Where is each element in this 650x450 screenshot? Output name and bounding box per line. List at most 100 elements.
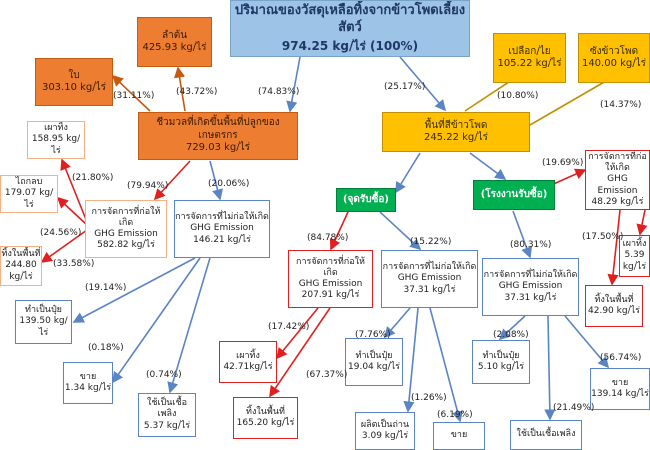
diagram-title: ปริมาณของวัสดุเหลือทิ้งจากข้าวโพดเลี้ยงส… — [234, 3, 466, 35]
pct-label: (21.80%) — [72, 173, 114, 183]
node-text: การจัดการที่ไม่ก่อให้เกิด — [382, 262, 477, 273]
node-text: 5.37 kg/ไร่ — [143, 420, 191, 431]
node-text: 139.50 kg/ไร่ — [19, 316, 68, 338]
node-text: การจัดการที่ก่อให้เกิด — [588, 151, 647, 174]
node-fuel-3: ใช้เป็นเชื้อเพลิง — [510, 420, 582, 450]
connector-arrow — [72, 257, 196, 323]
connector-arrow — [174, 66, 186, 112]
pct-label: (43.72%) — [176, 87, 218, 97]
pct-label: (74.83%) — [258, 87, 300, 97]
node-text: ทำเป็นปุ๋ย — [25, 305, 62, 316]
node-text: ทิ้งในพื้นที่ — [594, 294, 634, 305]
pct-label: (80.31%) — [510, 240, 552, 250]
node-text: (จุดรับซื้อ) — [342, 193, 389, 205]
pct-label: (79.94%) — [127, 181, 169, 191]
node-text: ทิ้งในพื้นที่ — [246, 406, 285, 417]
node-left-in-field-3: ทิ้งในพื้นที่42.90 kg/ไร่ — [585, 285, 643, 327]
node-text: (โรงงานรับซื้อ) — [480, 188, 548, 200]
pct-label: (10.80%) — [497, 91, 539, 101]
node-text: การจัดการที่ก่อให้เกิด — [296, 256, 365, 278]
node-buying-point: (จุดรับซื้อ) — [336, 188, 396, 212]
node-text: พื้นที่สีข้าวโพด — [424, 119, 488, 131]
node-text: 37.31 kg/ไร่ — [403, 284, 456, 295]
node-text: 3.09 kg/ไร่ — [361, 431, 409, 441]
node-text: 158.95 kg/ไร่ — [31, 134, 81, 156]
connector-arrow — [40, 229, 88, 263]
node-text: GHG Emission — [298, 279, 363, 289]
node-text: 303.10 kg/ไร่ — [41, 82, 107, 93]
node-text: ทำเป็นปุ๋ย — [482, 350, 520, 361]
node-text: 139.14 kg/ไร่ — [591, 389, 649, 399]
connector-arrow — [399, 56, 447, 112]
node-text: ชีวมวลที่เกิดขึ้นพื้นที่ปลูกของเกษตรกร — [156, 117, 280, 141]
node-text: ซังข้าวโพด — [589, 45, 639, 57]
node-text: GHG Emission — [397, 273, 462, 284]
node-text: GHG Emission — [94, 229, 158, 239]
connector-arrow — [329, 211, 349, 251]
node-factory-buyer: (โรงงานรับซื้อ) — [473, 180, 555, 210]
pct-label: (56.74%) — [600, 353, 642, 363]
node-text: 425.93 kg/ไร่ — [142, 42, 207, 53]
pct-label: (15.22%) — [410, 237, 452, 247]
node-text: ใช้เป็นเชื้อเพลิง — [516, 429, 576, 440]
connector-arrow — [429, 307, 463, 423]
node-text: ไถกลบ — [15, 177, 43, 188]
node-text: 48.29 kg/ไร่ — [591, 196, 644, 207]
node-text: 146.21 kg/ไร่ — [193, 234, 251, 245]
connector-arrow — [111, 74, 151, 112]
node-text: ขาย — [79, 371, 97, 382]
pct-label: (17.42%) — [268, 322, 310, 332]
node-text: ทำเป็นปุ๋ย — [355, 350, 393, 361]
pct-label: (7.76%) — [355, 330, 391, 340]
connector-arrow — [286, 56, 301, 113]
node-text: 245.22 kg/ไร่ — [423, 132, 489, 143]
pct-label: (17.50%) — [582, 232, 624, 242]
node-text: 37.31 kg/ไร่ — [504, 292, 557, 303]
connector-arrow — [60, 158, 88, 223]
node-text: เปลือก/ไย — [508, 45, 551, 57]
node-text: 207.91 kg/ไร่ — [301, 290, 360, 301]
node-text: 105.22 kg/ไร่ — [497, 58, 562, 69]
pct-label: (19.14%) — [85, 283, 127, 293]
connector-arrow — [275, 307, 319, 360]
connector-arrow — [469, 152, 507, 180]
node-text: 19.04 kg/ไร่ — [348, 362, 400, 372]
node-text: 729.03 kg/ไร่ — [185, 142, 251, 154]
connector-arrow — [209, 160, 223, 201]
node-text: GHG Emission — [498, 281, 563, 292]
node-left-in-field-2: ทิ้งในพื้นที่165.20 kg/ไร่ — [233, 397, 298, 439]
node-text: ขาย — [611, 377, 629, 388]
pct-label: (33.58%) — [53, 259, 95, 269]
node-text: เผาทิ้ง — [622, 239, 647, 250]
node-text: 5.39 kg/ไร่ — [622, 250, 647, 272]
pct-label: (20.06%) — [208, 179, 250, 189]
node-text: 140.00 kg/ไร่ — [581, 58, 647, 69]
node-text: การจัดการที่ไม่ก่อให้เกิด — [483, 270, 578, 281]
connector-arrow — [167, 257, 211, 394]
pct-label: (67.37%) — [306, 370, 348, 380]
node-text: 582.82 kg/ไร่ — [97, 240, 155, 251]
pct-label: (0.18%) — [88, 343, 124, 353]
node-text: การจัดการที่ก่อให้เกิด — [91, 206, 161, 228]
title-box: ปริมาณของวัสดุเหลือทิ้งจากข้าวโพดเลี้ยงส… — [230, 0, 470, 57]
connector-arrow — [112, 257, 201, 384]
node-text: การจัดการที่ไม่ก่อให้เกิด — [175, 212, 269, 223]
connector-arrow — [379, 211, 422, 251]
total-value: 974.25 kg/ไร่ (100%) — [281, 38, 419, 53]
pct-label: (24.56%) — [40, 228, 82, 238]
node-text: 244.80 kg/ไร่ — [5, 260, 37, 282]
